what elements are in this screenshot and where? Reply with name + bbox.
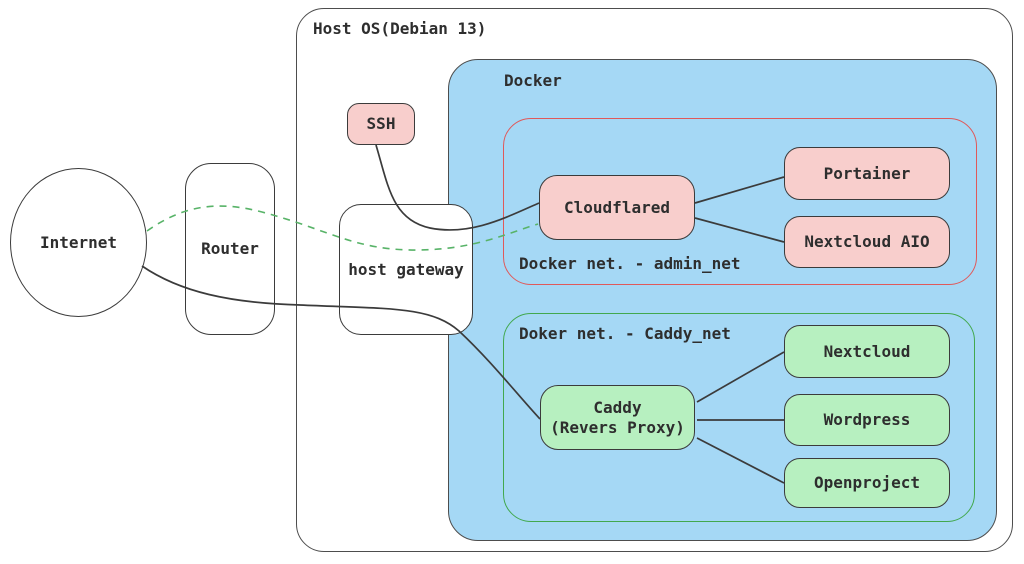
openproject-node: Openproject xyxy=(784,458,950,508)
caddy-node: Caddy(Revers Proxy) xyxy=(540,385,695,450)
portainer-label: Portainer xyxy=(823,163,911,183)
nextcloud-node: Nextcloud xyxy=(784,325,950,378)
docker-label: Docker xyxy=(504,71,562,90)
admin-net-label: Docker net. - admin_net xyxy=(519,254,741,273)
host-gateway-node: host gateway xyxy=(339,204,473,335)
host-gateway-label: host gateway xyxy=(348,259,464,279)
caddy-net-label: Doker net. - Caddy_net xyxy=(519,324,731,343)
openproject-label: Openproject xyxy=(814,473,920,492)
cloudflared-label: Cloudflared xyxy=(564,197,670,217)
nextcloud-label: Nextcloud xyxy=(823,341,911,361)
cloudflared-node: Cloudflared xyxy=(539,175,695,240)
host-os-label: Host OS(Debian 13) xyxy=(313,19,487,38)
router-label: Router xyxy=(201,239,259,258)
internet-node: Internet xyxy=(10,168,147,317)
nextcloud-aio-node: Nextcloud AIO xyxy=(784,216,950,268)
ssh-node: SSH xyxy=(347,103,415,145)
wordpress-label: Wordpress xyxy=(823,410,911,429)
portainer-node: Portainer xyxy=(784,147,950,200)
ssh-label: SSH xyxy=(366,114,396,133)
router-node: Router xyxy=(185,163,275,335)
wordpress-node: Wordpress xyxy=(784,394,950,446)
caddy-label: Caddy(Revers Proxy) xyxy=(550,397,685,437)
internet-label: Internet xyxy=(39,232,118,252)
nextcloud-aio-label: Nextcloud AIO xyxy=(804,232,930,251)
